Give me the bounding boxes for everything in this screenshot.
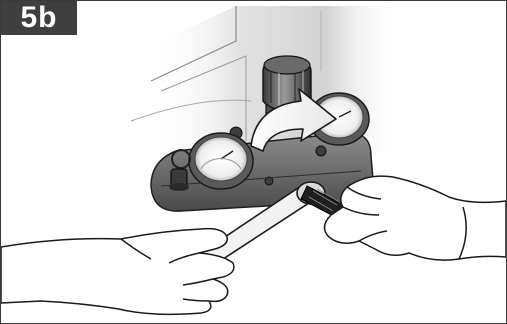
left-pressure-gauge bbox=[189, 133, 253, 189]
right-hand bbox=[324, 176, 506, 260]
step-badge: 5b bbox=[1, 1, 77, 35]
left-hand bbox=[1, 229, 234, 315]
